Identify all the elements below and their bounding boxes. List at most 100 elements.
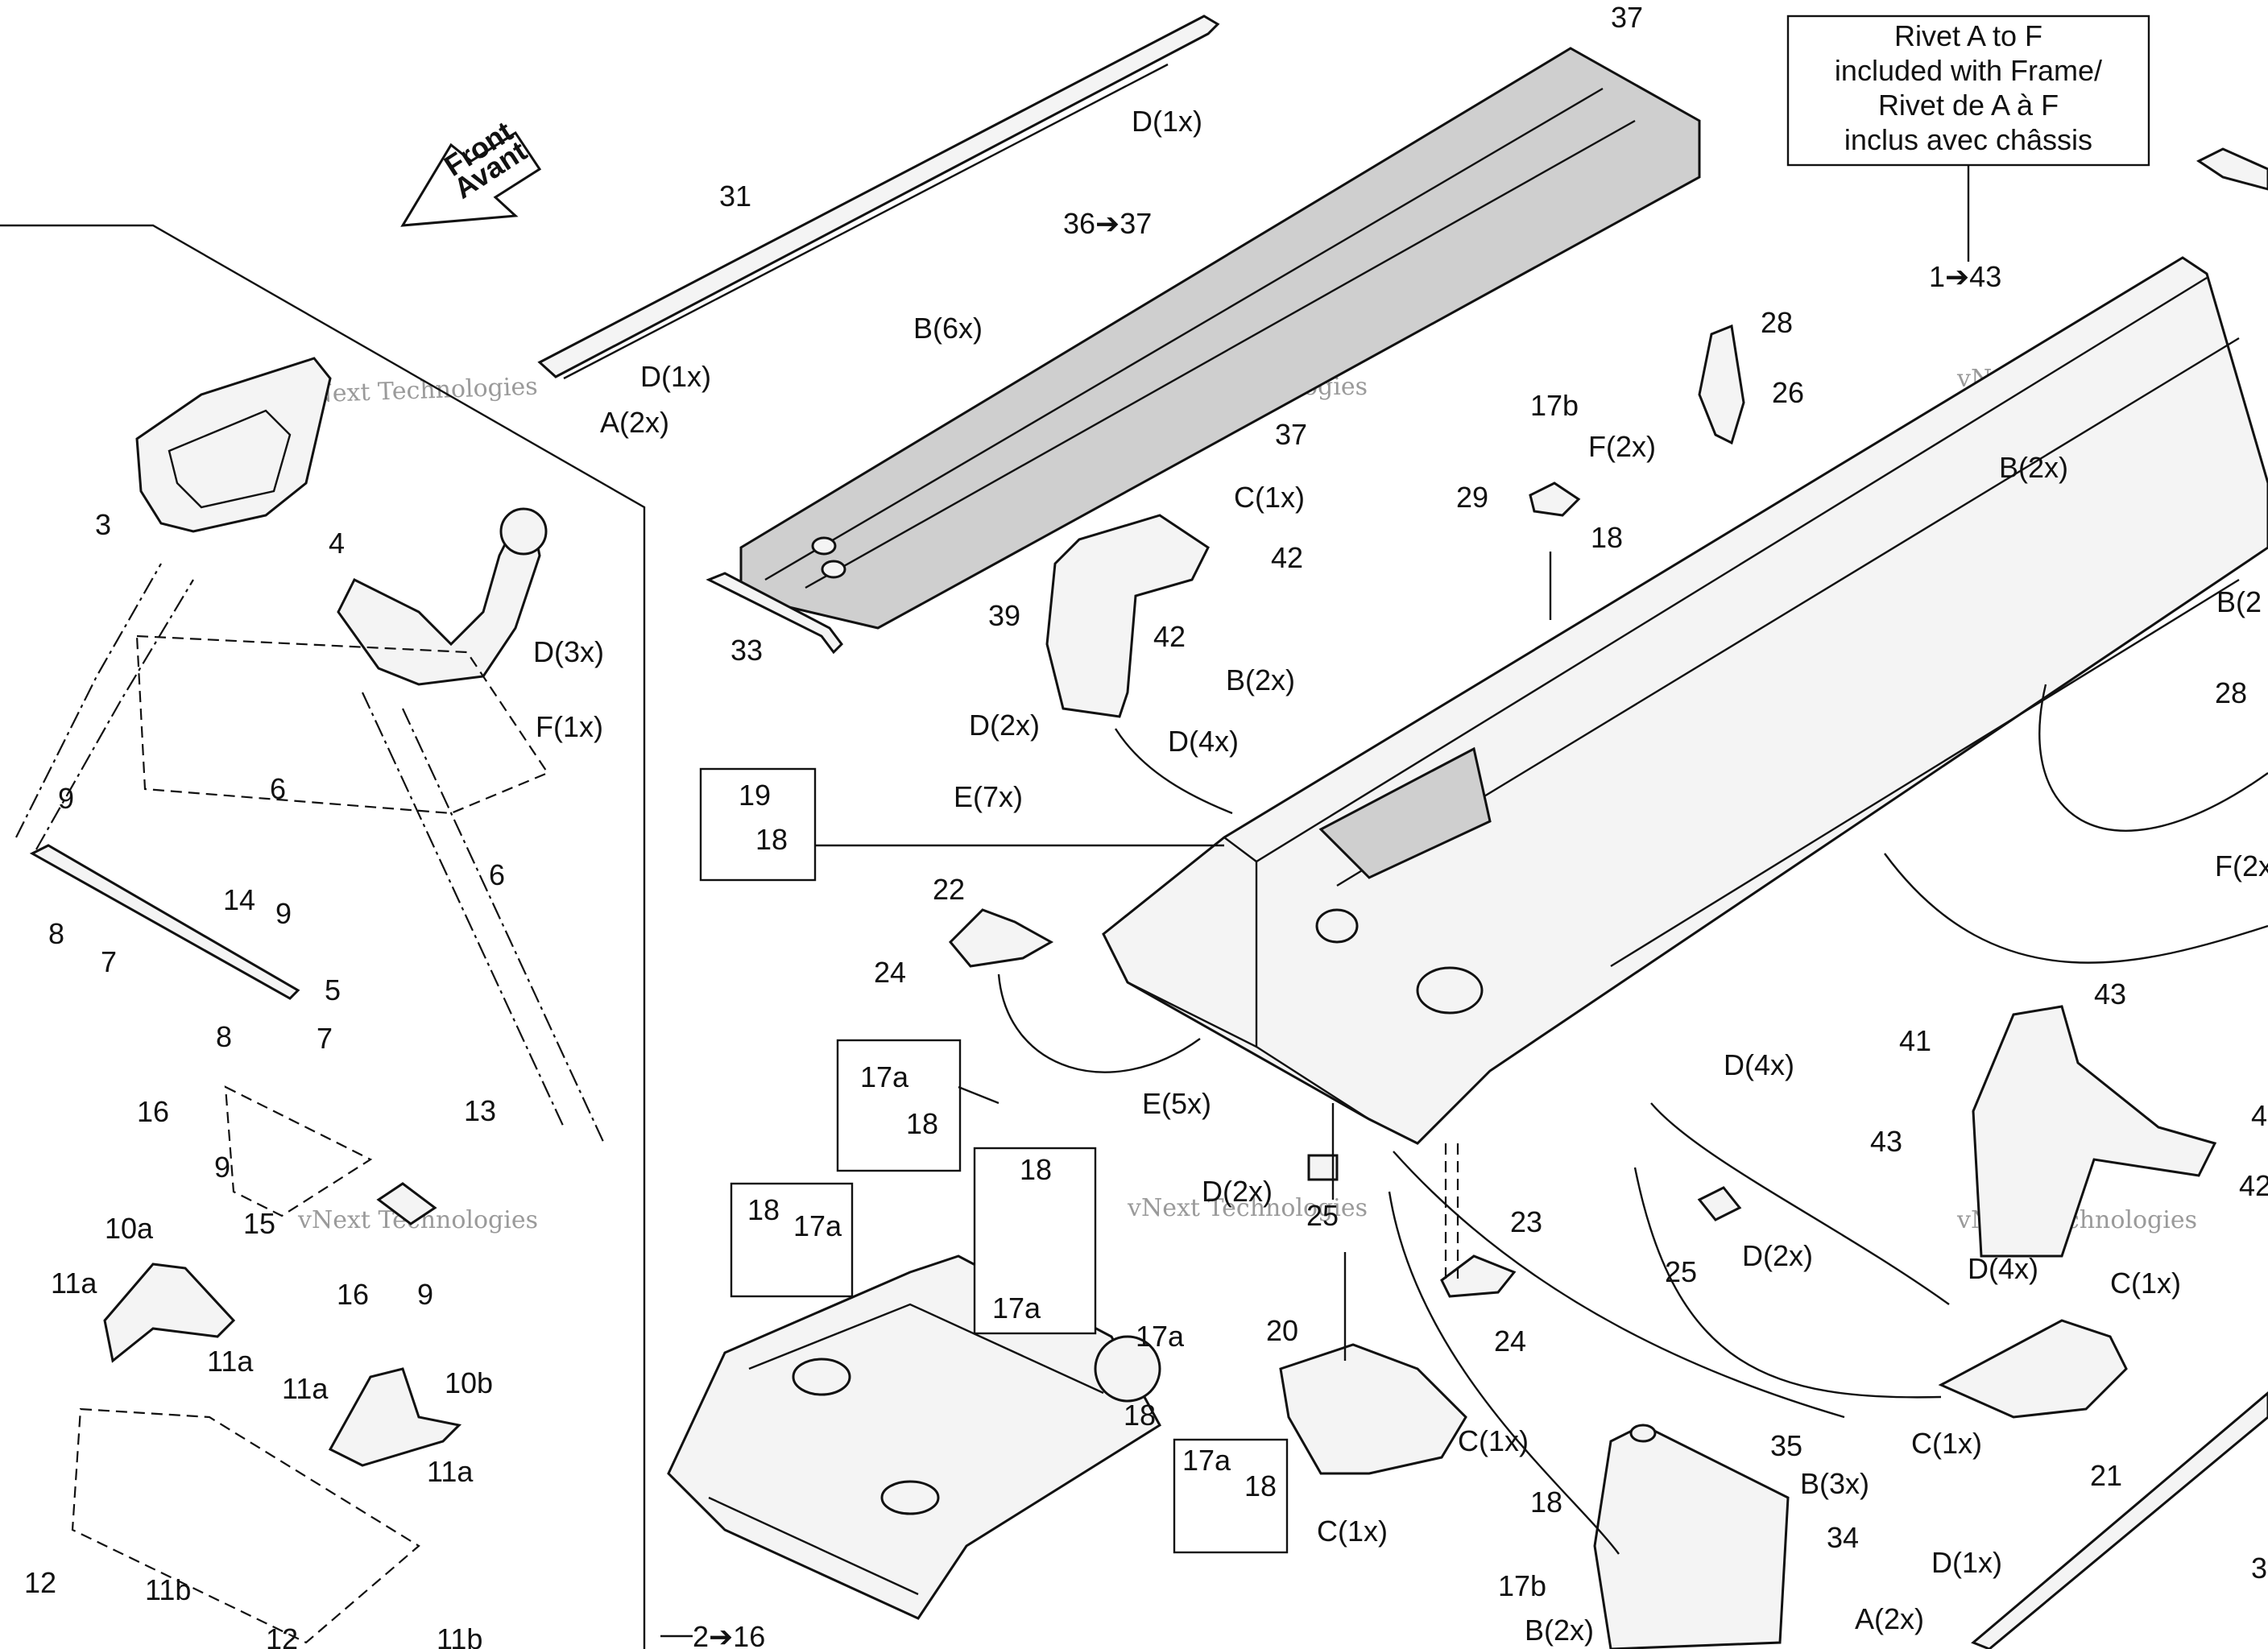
- part-5-plate: [29, 844, 300, 1000]
- callout-F2x: F(2x: [2215, 849, 2268, 882]
- part-33-bracket: [706, 572, 843, 655]
- callout-3: 3: [95, 508, 111, 541]
- part-3-front-member: [135, 357, 332, 533]
- callout-10b: 10b: [445, 1366, 493, 1399]
- callout-13: 13: [464, 1094, 496, 1127]
- callout-11b: 11b: [437, 1622, 482, 1649]
- callout-18: 18: [906, 1107, 938, 1140]
- callout-17a: 17a: [992, 1292, 1041, 1325]
- callout-3: 3: [2251, 1552, 2267, 1585]
- callout-6: 6: [270, 772, 286, 805]
- callout-D1x: D(1x): [1931, 1546, 2002, 1579]
- callout-43: 43: [1870, 1125, 1902, 1158]
- callout-4: 4: [329, 527, 345, 560]
- callout-33: 33: [730, 634, 763, 667]
- group-outline: [0, 224, 646, 1649]
- callout-B3x: B(3x): [1800, 1467, 1869, 1500]
- callout-18: 18: [1124, 1399, 1156, 1432]
- rivet-note-box: Rivet A to F included with Frame/ Rivet …: [1786, 14, 2150, 262]
- callout-42: 42: [1153, 620, 1186, 653]
- callout-34: 34: [1827, 1521, 1859, 1554]
- callout-36-37: 36➔37: [1063, 207, 1152, 240]
- callout-31: 31: [719, 180, 751, 213]
- callout-C1x: C(1x): [1317, 1515, 1388, 1548]
- callout-18: 18: [1244, 1469, 1277, 1502]
- callout-A2x: A(2x): [1855, 1602, 1924, 1635]
- callout-17b: 17b: [1498, 1569, 1546, 1602]
- part-34-panel: [1593, 1424, 1790, 1649]
- callout-11a: 11a: [282, 1372, 329, 1405]
- callout-17a: 17a: [793, 1209, 842, 1242]
- part-13-plate: [376, 1182, 437, 1225]
- callout-C1x: C(1x): [1458, 1424, 1529, 1457]
- callout-15: 15: [243, 1207, 275, 1240]
- callout-B2x: B(2: [2216, 585, 2262, 618]
- callout-37: 37: [1611, 1, 1643, 34]
- dashed-panel-upper: [135, 634, 549, 815]
- part-rail-right: [1971, 1391, 2268, 1649]
- callout-E5x: E(5x): [1142, 1087, 1211, 1120]
- callout-43: 43: [2094, 977, 2126, 1010]
- part-top-right-bracket: [2196, 147, 2268, 191]
- callout-B2x: B(2x): [1226, 663, 1295, 696]
- callout-18: 18: [1591, 521, 1623, 554]
- callout-18: 18: [1020, 1153, 1052, 1186]
- part-10b-bracket: [328, 1367, 462, 1467]
- callout-24: 24: [874, 956, 906, 989]
- callout-6: 6: [489, 858, 505, 891]
- callout-11b: 11b: [145, 1573, 191, 1606]
- callout-42: 42: [1271, 541, 1303, 574]
- part-23-plate: [1440, 1254, 1517, 1298]
- callout-4: 4: [2251, 1099, 2267, 1132]
- part-36-tunnel-panel: [739, 47, 1701, 630]
- callout-D1x: D(1x): [1132, 105, 1202, 138]
- callout-D2x: D(2x): [1742, 1239, 1813, 1272]
- callout-box-17a-18-bottom: [1173, 1438, 1289, 1554]
- callout-42: 42: [2239, 1169, 2268, 1202]
- part-43-bracket: [1972, 1005, 2217, 1258]
- callout-25: 25: [1665, 1255, 1697, 1288]
- callout-18: 18: [1530, 1486, 1562, 1519]
- callout-A2x: A(2x): [600, 406, 669, 439]
- part-31-rail: [537, 14, 1220, 380]
- part-2-lower-frame: [667, 1254, 1161, 1620]
- callout-labels: 37 31 36➔37 D(1x) B(6x) D(1x) A(2x) 37 3…: [24, 1, 2268, 1649]
- callout-F1x: F(1x): [536, 710, 603, 743]
- callout-9: 9: [58, 782, 74, 815]
- callout-9: 9: [214, 1151, 230, 1184]
- callout-28: 28: [1761, 306, 1793, 339]
- callout-18: 18: [747, 1193, 780, 1226]
- callout-box-19-18: [699, 767, 817, 882]
- callout-D4x: D(4x): [1724, 1048, 1794, 1081]
- callout-41: 41: [1899, 1024, 1931, 1057]
- callout-14: 14: [223, 883, 255, 916]
- note-line-1: Rivet A to F: [1894, 19, 2042, 52]
- callout-1-43: 1➔43: [1929, 260, 2001, 293]
- callout-17a: 17a: [1182, 1444, 1231, 1477]
- callout-9: 9: [275, 897, 292, 930]
- note-line-3: Rivet de A à F: [1878, 89, 2059, 122]
- part-26-bracket: [1698, 324, 1745, 445]
- callout-B2x: B(2x): [1999, 451, 2068, 484]
- callout-B2x: B(2x): [1525, 1614, 1594, 1647]
- callout-2-16: 2➔16: [693, 1620, 765, 1649]
- callout-8: 8: [48, 917, 64, 950]
- callout-20: 20: [1266, 1314, 1298, 1347]
- part-25b-plate: [1697, 1186, 1742, 1221]
- callout-D4x: D(4x): [1968, 1252, 2038, 1285]
- callout-box-18-17a-left: [730, 1182, 854, 1298]
- callout-37: 37: [1275, 418, 1307, 451]
- callout-5: 5: [325, 973, 341, 1006]
- note-line-2: included with Frame/: [1835, 54, 2102, 87]
- callout-8: 8: [216, 1020, 232, 1053]
- part-20-bracket: [1279, 1343, 1467, 1475]
- callout-C1x: C(1x): [1911, 1427, 1982, 1460]
- part-4-upper-frame: [337, 507, 548, 686]
- leader-lines: [660, 844, 1224, 1638]
- front-arrow: Front Avant: [400, 114, 542, 227]
- callout-16: 16: [137, 1095, 169, 1128]
- callout-C1x: C(1x): [2110, 1267, 2181, 1300]
- part-29-bracket: [1529, 481, 1581, 517]
- callout-28: 28: [2215, 676, 2247, 709]
